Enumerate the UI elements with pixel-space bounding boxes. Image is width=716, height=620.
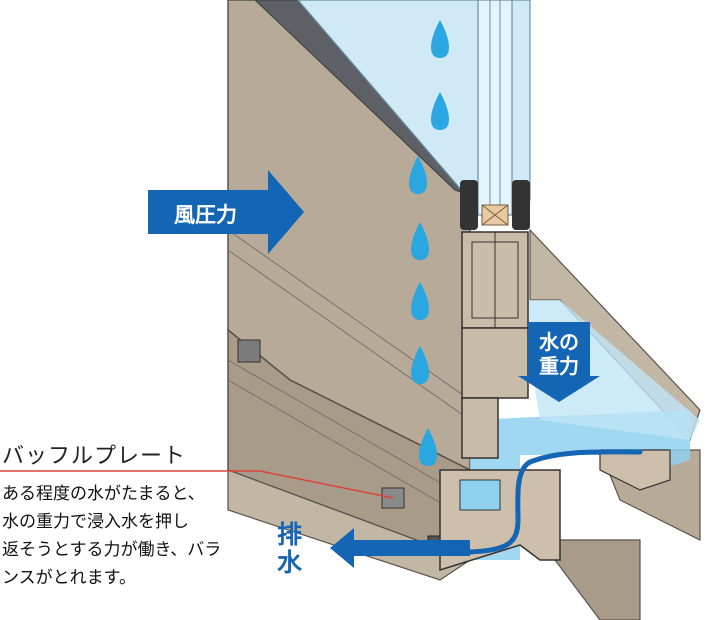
- sash-profile-lower: [461, 327, 529, 399]
- drain-label-line1: 排: [277, 520, 303, 549]
- wind-pressure-label: 風圧力: [174, 203, 237, 227]
- leader-line: [0, 470, 394, 499]
- water-drops: [409, 20, 449, 466]
- gravity-label: 水の 重力: [536, 330, 582, 378]
- sash-profile-base: [461, 397, 499, 459]
- gravity-label-line1: 水の: [539, 330, 579, 354]
- description-line: ンスがとれます。: [2, 568, 136, 588]
- drain-label: 排 水: [277, 521, 302, 577]
- description-line: ある程度の水がたまると、: [2, 484, 205, 504]
- water-drop-icon: [411, 222, 429, 260]
- drain-label-line2: 水: [277, 548, 303, 577]
- baffle-plate-title: バッフルプレート: [2, 444, 187, 469]
- water-drop-icon: [431, 92, 449, 130]
- water-drop-icon: [431, 20, 449, 58]
- baffle-description: ある程度の水がたまると、 水の重力で浸入水を押し 返そうとする力が働き、バラ ン…: [2, 480, 221, 592]
- frame-sill-profile-right: [599, 449, 671, 491]
- glazing-gasket-left: [460, 180, 478, 230]
- down-arrow-icon: [518, 322, 600, 402]
- water-drop-icon: [411, 282, 429, 320]
- right-rail-bottom: [538, 539, 641, 620]
- water-drop-icon: [409, 156, 427, 194]
- frame-clip: [237, 339, 261, 363]
- water-reservoir: [470, 410, 690, 560]
- glazing-gasket-right: [512, 180, 530, 230]
- left-arrow-icon: [330, 528, 470, 568]
- glass-edge: [477, 0, 513, 216]
- right-arrow-icon: [148, 170, 304, 254]
- description-line: 返そうとする力が働き、バラ: [2, 540, 222, 560]
- description-line: 水の重力で浸入水を押し: [2, 512, 189, 532]
- water-drop-icon: [419, 428, 437, 466]
- gravity-label-line2: 重力: [539, 354, 579, 378]
- water-drop-icon: [411, 346, 429, 384]
- water-flow-path: [467, 449, 643, 555]
